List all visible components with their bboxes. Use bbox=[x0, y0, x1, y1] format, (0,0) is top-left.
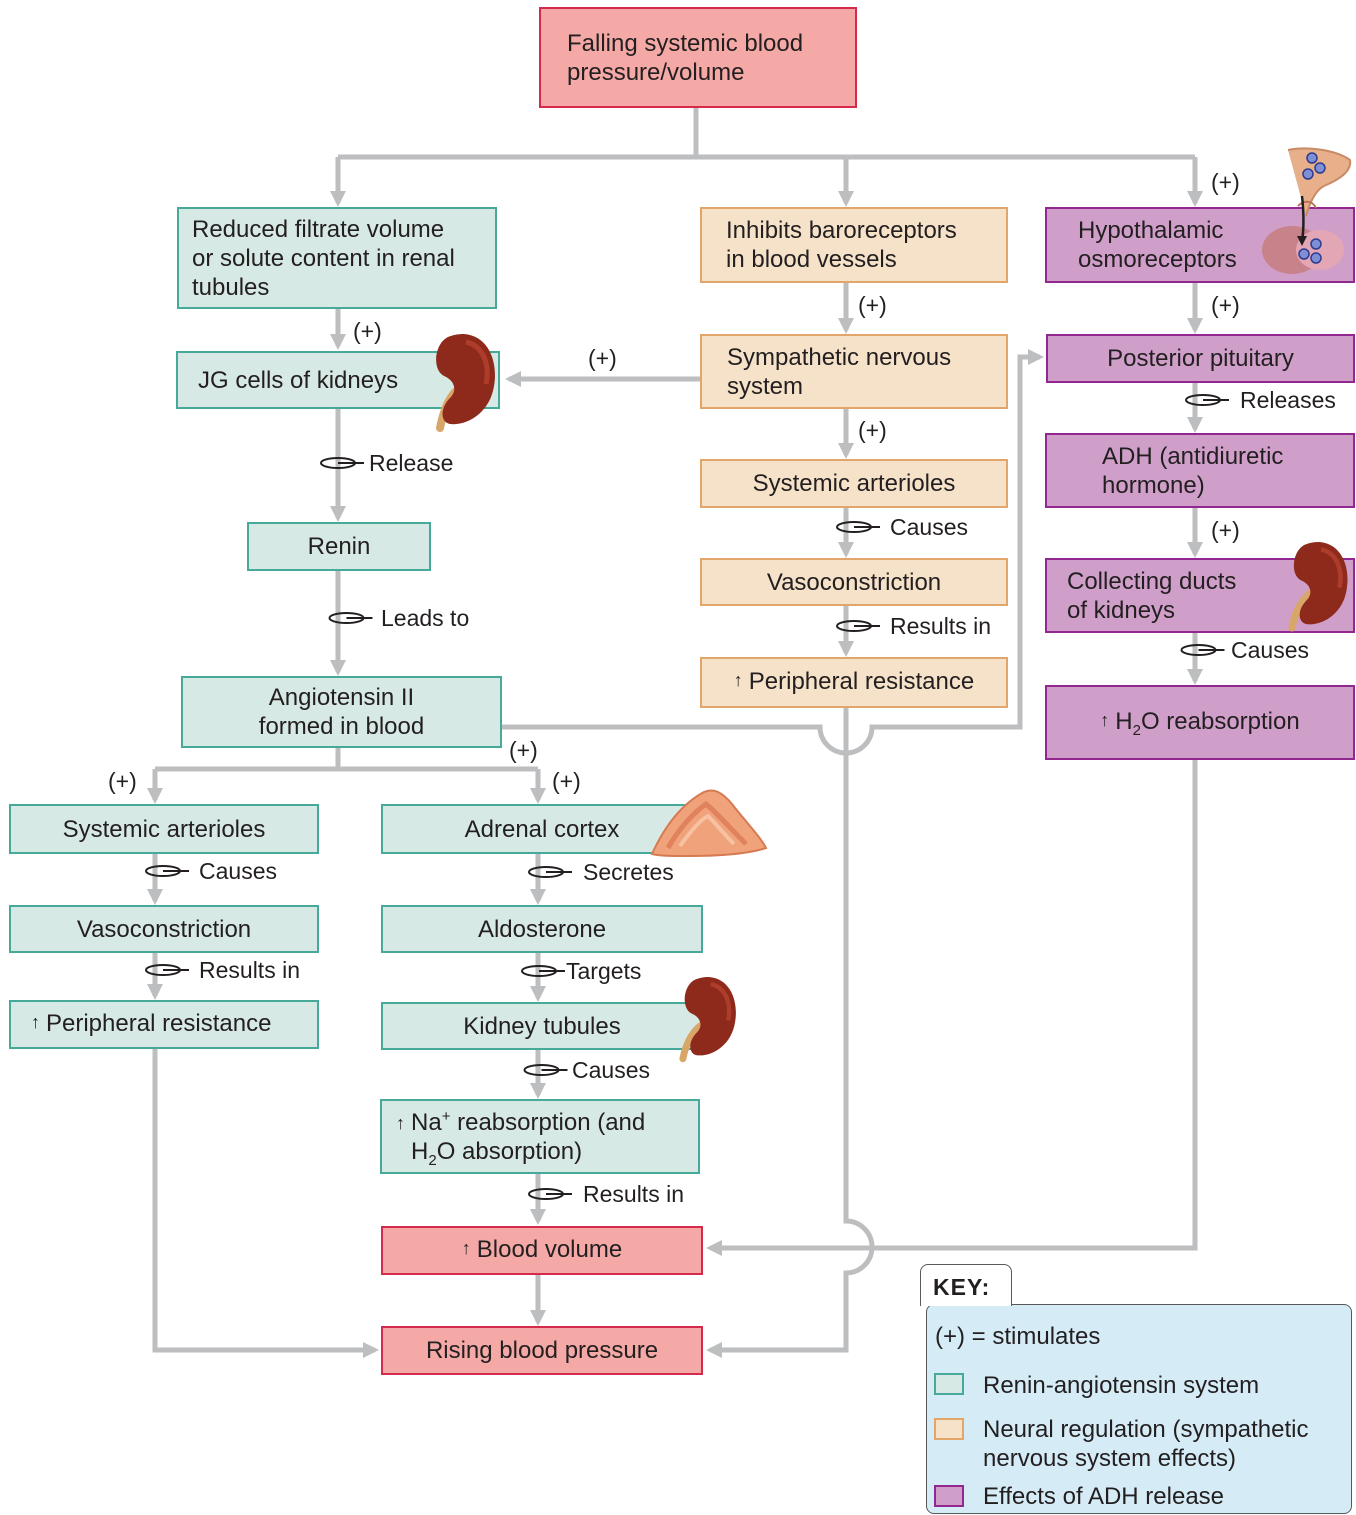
stimulates-mark: (+) bbox=[552, 768, 581, 794]
up-arrow-icon: ↑ bbox=[1100, 710, 1110, 730]
key-stimulates: (+) = stimulates bbox=[935, 1323, 1101, 1350]
causes-label: Causes bbox=[890, 514, 968, 540]
kidney-icon bbox=[436, 334, 495, 432]
key-swatch-renin bbox=[934, 1373, 964, 1395]
rising-bp-text: Rising blood pressure bbox=[425, 1337, 659, 1364]
stimulates-mark: (+) bbox=[858, 292, 887, 318]
kidney-tubules-text: Kidney tubules bbox=[463, 1012, 621, 1040]
peripheral-resistance-left-box: ↑ Peripheral resistance bbox=[9, 1000, 319, 1049]
falling-bp-text: Falling systemic blood pressure/volume bbox=[567, 29, 804, 86]
blood-volume-box: ↑Blood volume bbox=[381, 1226, 703, 1275]
renin-box: Renin bbox=[247, 522, 431, 571]
cycle-loop-icon bbox=[320, 457, 364, 469]
h2o-reabsorption-box: ↑H2O reabsorption bbox=[1045, 685, 1355, 760]
causes-label: Causes bbox=[1231, 637, 1309, 663]
vasoconstriction-right-box: Vasoconstriction bbox=[700, 558, 1008, 606]
stimulates-mark: (+) bbox=[353, 318, 382, 344]
kidney-icon bbox=[1288, 542, 1348, 632]
results-in-label: Results in bbox=[890, 613, 991, 639]
stimulates-mark: (+) bbox=[1211, 517, 1240, 543]
aldosterone-text: Aldosterone bbox=[477, 915, 607, 943]
baroreceptors-box: Inhibits baroreceptors in blood vessels bbox=[700, 207, 1008, 283]
cycle-loop-icon bbox=[523, 1063, 569, 1077]
kidney-icon bbox=[679, 977, 736, 1063]
key-swatch-neural bbox=[934, 1418, 964, 1440]
leads-to-label: Leads to bbox=[381, 605, 470, 631]
adrenal-gland-icon bbox=[650, 789, 768, 858]
systemic-arterioles-right-box: Systemic arterioles bbox=[700, 459, 1008, 508]
cycle-loop-icon bbox=[521, 965, 565, 977]
h2o-reabsorption-text: H2O reabsorption bbox=[1115, 708, 1300, 739]
stimulates-mark: (+) bbox=[1211, 292, 1240, 318]
renin-text: Renin bbox=[307, 533, 371, 560]
causes-label: Causes bbox=[199, 858, 277, 884]
cycle-loop-icon bbox=[144, 963, 191, 977]
key-renin: Renin-angiotensin system bbox=[983, 1372, 1260, 1399]
stimulates-mark: (+) bbox=[509, 737, 538, 763]
results-in-label: Results in bbox=[583, 1181, 684, 1207]
systemic-arterioles-left-box: Systemic arterioles bbox=[9, 804, 319, 854]
cycle-loop-icon bbox=[144, 864, 191, 878]
baroreceptors-text: Inhibits baroreceptors in blood vessels bbox=[726, 217, 957, 273]
results-in-label: Results in bbox=[199, 957, 300, 983]
releases-label: Releases bbox=[1240, 387, 1336, 413]
key-title: KEY: bbox=[920, 1264, 1012, 1306]
falling-bp-box: Falling systemic blood pressure/volume bbox=[539, 7, 857, 108]
cycle-loop-icon bbox=[835, 619, 882, 633]
cycle-loop-icon bbox=[527, 865, 574, 879]
posterior-pituitary-text: Posterior pituitary bbox=[1107, 345, 1294, 372]
cycle-loop-icon bbox=[835, 520, 882, 534]
cycle-loop-icon bbox=[1180, 643, 1226, 657]
up-arrow-icon: ↑ bbox=[31, 1012, 40, 1032]
stimulates-mark: (+) bbox=[1211, 169, 1240, 195]
systemic-arterioles-left-text: Systemic arterioles bbox=[62, 815, 266, 843]
causes-label: Causes bbox=[572, 1057, 650, 1083]
key-adh: Effects of ADH release bbox=[983, 1483, 1225, 1510]
key-neural: Neural regulation (sympathetic nervous s… bbox=[983, 1416, 1309, 1472]
adrenal-cortex-text: Adrenal cortex bbox=[464, 815, 620, 843]
aldosterone-box: Aldosterone bbox=[381, 905, 703, 953]
vasoconstriction-right-text: Vasoconstriction bbox=[766, 568, 942, 596]
sympathetic-box: Sympathetic nervous system bbox=[700, 334, 1008, 409]
filtrate-box: Reduced filtrate volume or solute conten… bbox=[177, 207, 497, 309]
sympathetic-text: Sympathetic nervous system bbox=[727, 343, 952, 400]
posterior-pituitary-box: Posterior pituitary bbox=[1046, 334, 1355, 383]
key-swatch-adh bbox=[934, 1485, 964, 1507]
collecting-ducts-text: Collecting ducts of kidneys bbox=[1067, 567, 1237, 624]
stimulates-mark: (+) bbox=[108, 768, 137, 794]
pituitary-gland-icon bbox=[1262, 147, 1352, 274]
filtrate-text: Reduced filtrate volume or solute conten… bbox=[192, 215, 455, 301]
up-arrow-icon: ↑ bbox=[461, 1238, 471, 1258]
vasoconstriction-left-text: Vasoconstriction bbox=[76, 915, 252, 943]
key-panel bbox=[926, 1304, 1352, 1514]
blood-volume-text: Blood volume bbox=[476, 1236, 623, 1263]
kidney-tubules-box: Kidney tubules bbox=[381, 1002, 703, 1050]
secretes-label: Secretes bbox=[583, 859, 674, 885]
angiotensin-box: Angiotensin II formed in blood bbox=[181, 676, 502, 748]
cycle-loop-icon bbox=[1184, 393, 1231, 407]
cycle-loop-icon bbox=[527, 1187, 574, 1201]
release-label: Release bbox=[369, 450, 454, 476]
vasoconstriction-left-box: Vasoconstriction bbox=[9, 905, 319, 953]
hypothalamic-text: Hypothalamic osmoreceptors bbox=[1078, 217, 1237, 273]
angiotensin-text: Angiotensin II formed in blood bbox=[258, 684, 425, 740]
adh-box: ADH (antidiuretic hormone) bbox=[1045, 433, 1355, 508]
targets-label: Targets bbox=[566, 958, 642, 984]
peripheral-resistance-left-text: Peripheral resistance bbox=[46, 1010, 272, 1037]
rising-bp-box: Rising blood pressure bbox=[381, 1326, 703, 1375]
stimulates-mark: (+) bbox=[858, 417, 887, 443]
stimulates-mark: (+) bbox=[588, 345, 617, 371]
peripheral-resistance-right-text: Peripheral resistance bbox=[748, 668, 975, 695]
up-arrow-icon: ↑ bbox=[396, 1113, 405, 1133]
peripheral-resistance-right-box: ↑Peripheral resistance bbox=[700, 657, 1008, 708]
jg-cells-text: JG cells of kidneys bbox=[198, 366, 399, 394]
adrenal-cortex-box: Adrenal cortex bbox=[381, 804, 703, 854]
adh-text: ADH (antidiuretic hormone) bbox=[1102, 442, 1284, 499]
systemic-arterioles-right-text: Systemic arterioles bbox=[752, 470, 956, 497]
up-arrow-icon: ↑ bbox=[733, 670, 743, 690]
